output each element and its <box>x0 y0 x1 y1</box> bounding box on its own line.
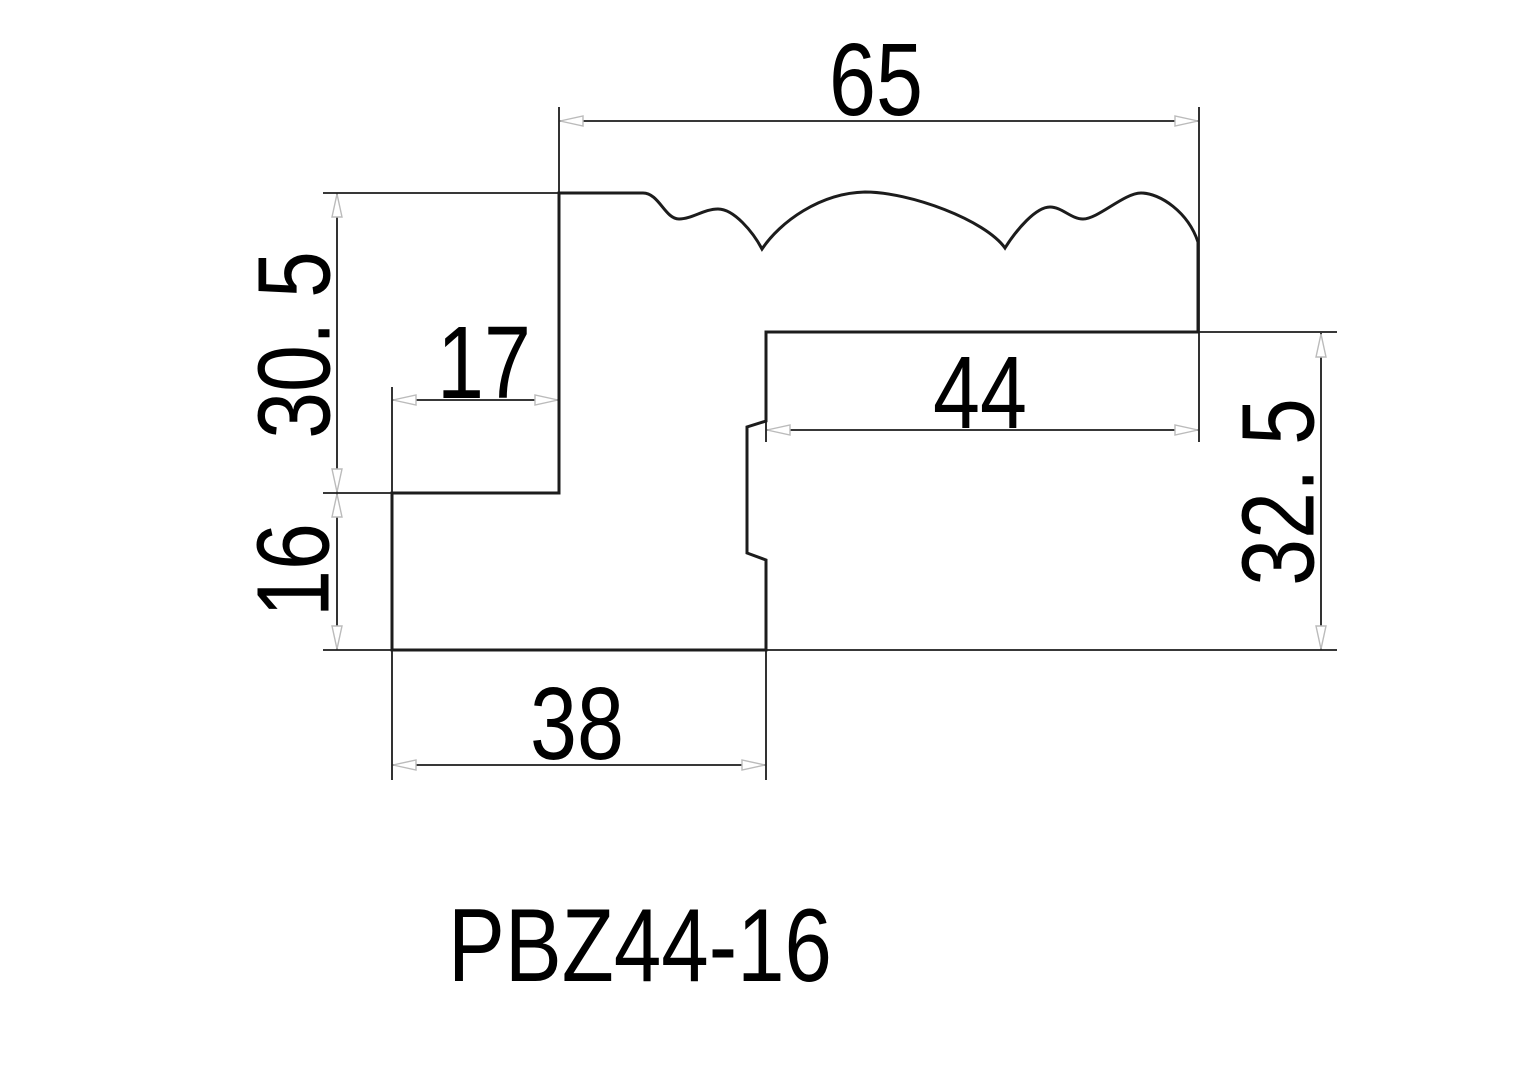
dim-label-lower-left-height: 16 <box>235 523 351 617</box>
dim-label-step-width: 17 <box>437 305 531 420</box>
dimension-arrowheads <box>331 115 1327 771</box>
profile-outline <box>390 190 1200 652</box>
dimension-lines <box>336 120 1322 766</box>
product-code-title: PBZ44-16 <box>448 888 832 1004</box>
arrowhead-down-icon <box>1315 625 1327 650</box>
dim-label-upper-left-height: 30. 5 <box>236 251 352 439</box>
arrowhead-down-icon <box>331 468 343 493</box>
arrowhead-right-icon <box>741 759 766 771</box>
arrowhead-left-icon <box>559 115 584 127</box>
dim-label-base-width: 38 <box>530 666 624 781</box>
arrowhead-left-icon <box>766 424 791 436</box>
arrowhead-right-icon <box>1174 115 1199 127</box>
extension-lines <box>323 107 1337 780</box>
dim-label-top-width: 65 <box>829 22 923 137</box>
arrowhead-left-icon <box>392 759 417 771</box>
arrowhead-right-icon <box>534 394 559 406</box>
arrowhead-left-icon <box>392 394 417 406</box>
arrowhead-up-icon <box>331 493 343 518</box>
dim-label-rabbet-width: 44 <box>933 335 1027 450</box>
arrowhead-up-icon <box>1315 333 1327 358</box>
arrowhead-down-icon <box>331 625 343 650</box>
dim-label-right-height: 32. 5 <box>1220 398 1336 586</box>
arrowhead-up-icon <box>331 193 343 218</box>
arrowhead-right-icon <box>1174 424 1199 436</box>
